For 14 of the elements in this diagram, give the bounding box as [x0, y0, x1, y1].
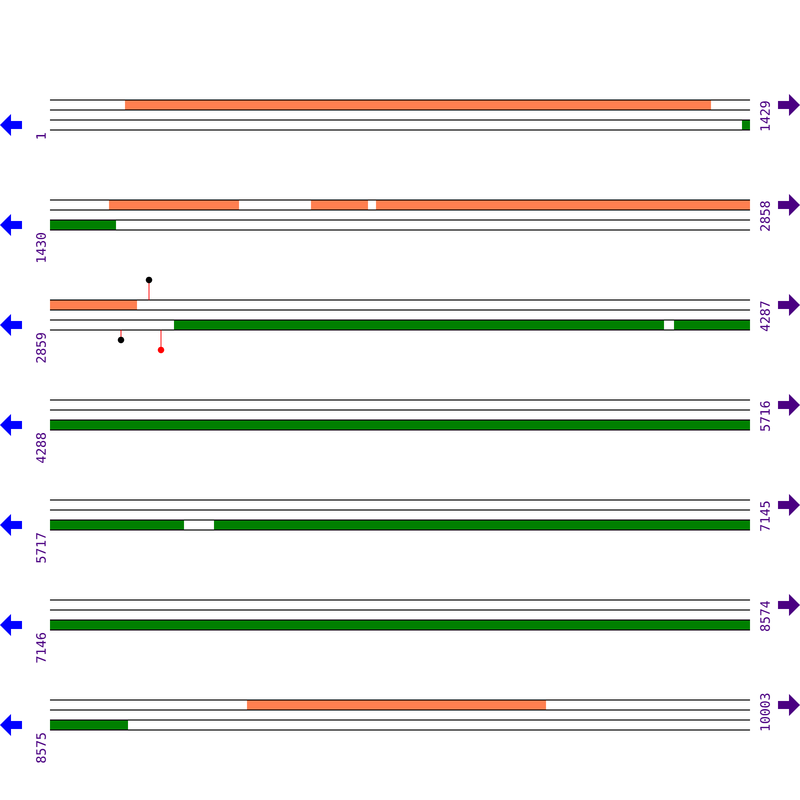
position-label: 10003: [760, 694, 770, 730]
position-label: 2858: [760, 201, 770, 231]
position-label: 5717: [36, 533, 46, 563]
position-label: 4288: [36, 433, 46, 463]
position-label: 8574: [760, 601, 770, 631]
position-label: 8575: [36, 733, 46, 763]
position-label: 4287: [760, 301, 770, 332]
position-label: 1: [36, 133, 46, 138]
position-label: 2859: [36, 333, 46, 363]
position-label: 1430: [36, 233, 46, 262]
position-label: 7145: [760, 502, 770, 531]
position-label: 1429: [760, 101, 770, 130]
position-label: 5716: [760, 401, 770, 431]
position-label: 7146: [36, 633, 46, 663]
